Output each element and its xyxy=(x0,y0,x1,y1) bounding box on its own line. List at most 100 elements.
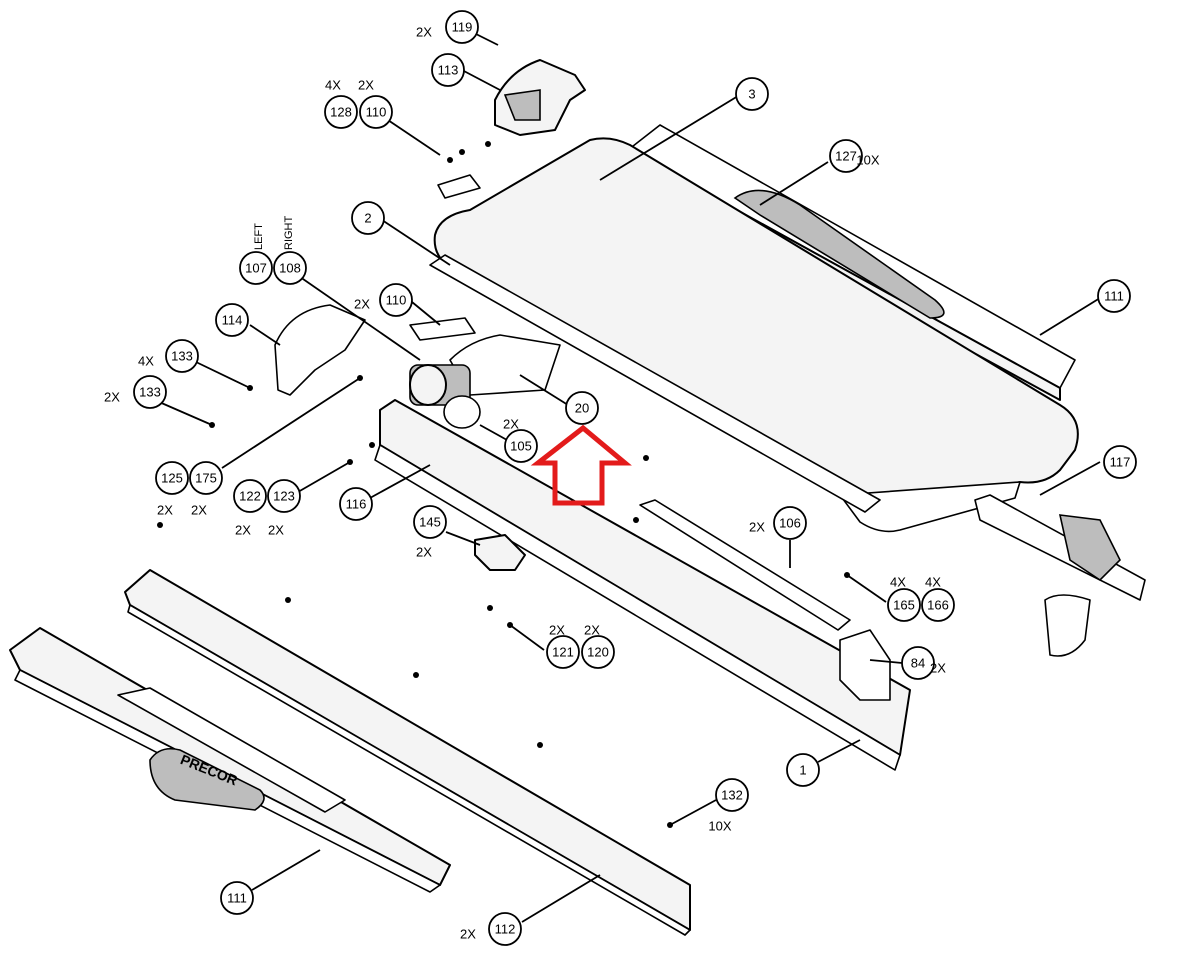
callout-quantity: 2X xyxy=(749,520,765,535)
callout-number: 116 xyxy=(346,497,367,512)
callout-circle xyxy=(488,912,522,946)
callout-84: 84 2X xyxy=(901,646,946,680)
callout-111: 111 xyxy=(1097,279,1131,313)
callout-number: 125 xyxy=(161,471,183,486)
callout-circle xyxy=(445,10,479,44)
callout-quantity: 4X xyxy=(925,575,941,590)
callout-125: 125 2X xyxy=(155,461,189,518)
callout-quantity: 2X xyxy=(157,503,173,518)
callout-20: 20 xyxy=(565,391,599,425)
left-side-rail xyxy=(9,627,451,893)
right-label: RIGHT xyxy=(283,216,295,251)
callout-circle xyxy=(581,635,615,669)
callout-quantity: 10X xyxy=(856,153,879,168)
callout-number: 175 xyxy=(195,471,217,486)
callout-119: 119 2X xyxy=(416,10,479,44)
callout-quantity: 2X xyxy=(354,297,370,312)
callout-quantity: 2X xyxy=(584,623,600,638)
rear-guard xyxy=(639,499,851,631)
callout-circle xyxy=(773,506,807,540)
callout-number: 120 xyxy=(587,645,609,660)
callout-number: 20 xyxy=(575,401,589,416)
callout-111b: 111 xyxy=(220,881,254,915)
callout-circle xyxy=(351,201,385,235)
callout-circle xyxy=(546,635,580,669)
callout-quantity: 10X xyxy=(708,819,731,834)
callout-quantity: 2X xyxy=(930,661,946,676)
callout-circle xyxy=(504,429,538,463)
callout-circle xyxy=(359,95,393,129)
bracket-145 xyxy=(474,534,526,571)
side-labels: LEFT RIGHT xyxy=(253,216,295,251)
callout-circle xyxy=(239,251,273,285)
callout-quantity: 2X xyxy=(460,927,476,942)
callout-circle xyxy=(220,881,254,915)
callout-number: 165 xyxy=(893,598,915,613)
callout-116: 116 xyxy=(339,487,373,521)
rear-foot-assembly xyxy=(974,494,1146,657)
callout-circle xyxy=(431,53,465,87)
callout-circle xyxy=(155,461,189,495)
callout-quantity: 2X xyxy=(268,523,284,538)
callout-number: 117 xyxy=(1110,455,1131,470)
bracket-110-mid xyxy=(409,317,476,341)
highlight-arrow xyxy=(530,424,632,506)
callout-1: 1 xyxy=(786,753,820,787)
callout-number: 110 xyxy=(366,105,387,120)
callout-number: 1 xyxy=(799,763,806,778)
callout-2: 2 xyxy=(351,201,385,235)
callout-circle xyxy=(413,505,447,539)
callout-quantity: 2X xyxy=(416,25,432,40)
callout-number: 121 xyxy=(552,645,574,660)
callout-circle xyxy=(324,95,358,129)
callout-number: 84 xyxy=(911,656,925,671)
callout-number: 110 xyxy=(386,293,407,308)
callout-number: 127 xyxy=(835,149,857,164)
callout-number: 133 xyxy=(171,349,193,364)
left-label: LEFT xyxy=(253,223,265,250)
callout-quantity: 2X xyxy=(549,623,565,638)
callout-number: 166 xyxy=(927,598,949,613)
callout-circle xyxy=(829,139,863,173)
callout-107: 107 xyxy=(239,251,273,285)
callout-circle xyxy=(273,251,307,285)
callout-123: 123 2X xyxy=(267,479,301,538)
callout-number: 123 xyxy=(273,489,295,504)
callout-number: 105 xyxy=(510,439,532,454)
callout-number: 111 xyxy=(1104,289,1124,304)
callout-number: 122 xyxy=(239,489,261,504)
callout-quantity: 2X xyxy=(104,390,120,405)
callout-114: 114 xyxy=(215,303,249,337)
callout-number: 3 xyxy=(748,87,755,102)
callout-circle xyxy=(133,375,167,409)
callout-quantity: 2X xyxy=(503,417,519,432)
callout-quantity: 2X xyxy=(416,545,432,560)
callout-number: 114 xyxy=(222,313,243,328)
frame-rail xyxy=(374,399,911,771)
callout-circle xyxy=(921,588,955,622)
callout-circle xyxy=(887,588,921,622)
callout-circle xyxy=(267,479,301,513)
callout-number: 119 xyxy=(452,20,473,35)
leader-lines xyxy=(149,33,1101,923)
callout-circle xyxy=(1097,279,1131,313)
callout-number: 128 xyxy=(330,105,352,120)
side-rail-112 xyxy=(124,569,691,936)
callout-circle xyxy=(786,753,820,787)
motor-hood-113 xyxy=(494,59,586,136)
callout-circle xyxy=(379,283,413,317)
